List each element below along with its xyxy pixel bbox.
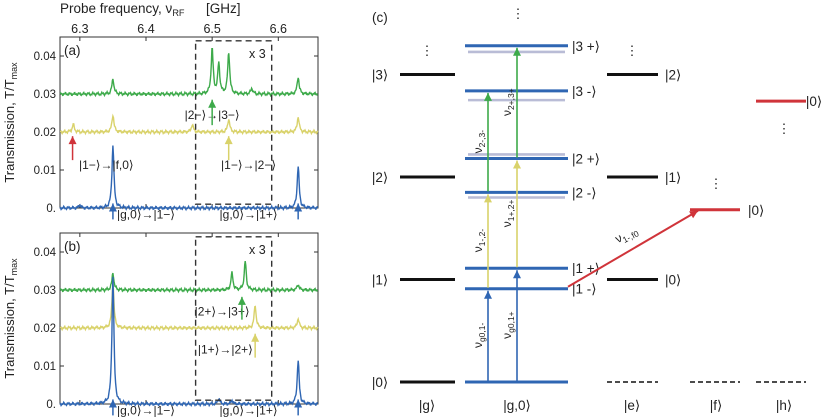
column-label: |h⟩ xyxy=(776,398,792,413)
level-dressed-label: |1 +⟩ xyxy=(572,261,600,276)
level-dressed-label: |3 -⟩ xyxy=(572,84,597,99)
transition-label: ν1-,2- xyxy=(471,229,487,253)
ellipsis: ⋮ xyxy=(710,176,723,191)
peak-arrow-head xyxy=(294,399,303,408)
ellipsis: ⋮ xyxy=(778,121,791,136)
peak-arrow-head xyxy=(68,136,77,145)
level-e-label: |0⟩ xyxy=(665,273,681,288)
ellipsis: ⋮ xyxy=(512,6,525,21)
peak-arrow-head xyxy=(251,333,260,342)
transition-arrow-head xyxy=(484,92,492,101)
series-blue xyxy=(59,276,319,408)
x-tick-label: 6.6 xyxy=(270,22,287,36)
transition-annotation: |g,0⟩→|1+⟩ xyxy=(220,207,278,221)
transition-annotation: |g,0⟩→|1−⟩ xyxy=(117,403,175,417)
y-tick-label: 0.04 xyxy=(34,247,57,259)
panel-label: (a) xyxy=(64,43,81,58)
red-transition-arrow-shaft xyxy=(567,209,699,288)
level-dressed-label: |2 -⟩ xyxy=(572,185,597,200)
level-f-label: |0⟩ xyxy=(748,203,764,218)
plot-frame xyxy=(59,232,319,405)
ellipsis: ⋮ xyxy=(421,43,434,58)
y-tick-label: 0.01 xyxy=(34,165,56,177)
panel-a-chart: 0. 0.01 0.02 0.03 0.04 6.3 6.4 6.5 6.6 Probe freq… xyxy=(2,1,319,221)
peak-arrow-head xyxy=(208,99,217,108)
transition-label: ν2+,3+ xyxy=(500,88,516,116)
y-tick-label: 0. xyxy=(46,399,56,411)
transition-arrow-head xyxy=(484,194,492,203)
transition-label: ν1+,2+ xyxy=(500,199,516,227)
series-yellow xyxy=(60,113,319,136)
level-g-label: |3⟩ xyxy=(372,68,388,83)
ellipsis: ⋮ xyxy=(626,43,639,58)
zoom-box-label: x 3 xyxy=(249,243,266,257)
panel-label: (b) xyxy=(64,239,81,254)
level-dressed-label: |3 +⟩ xyxy=(572,39,600,54)
y-tick-label: 0.03 xyxy=(34,89,56,101)
transition-annotation: |1−⟩→|f,0⟩ xyxy=(79,158,134,172)
transition-arrow-head xyxy=(513,47,521,56)
level-e-label: |2⟩ xyxy=(665,68,681,83)
y-tick-label: 0.03 xyxy=(34,285,56,297)
series-green xyxy=(59,48,319,98)
column-label: |f⟩ xyxy=(710,398,723,413)
peak-arrow-head xyxy=(224,136,233,145)
panel-c-level-diagram: (c) |0⟩ |1⟩ |2⟩ |3⟩ ⋮ |1 -⟩ |1 +⟩ |2 -⟩ |2 +⟩ |3 -… xyxy=(372,6,822,413)
x-tick-label: 6.3 xyxy=(71,22,88,36)
zoom-box-label: x 3 xyxy=(249,47,266,61)
peak-arrow-head xyxy=(108,203,117,212)
level-dressed-label: |2 +⟩ xyxy=(572,152,600,167)
transition-label: νg0,1- xyxy=(471,323,487,349)
level-h-label: |0⟩ xyxy=(806,94,822,109)
transition-label: ν2-,3- xyxy=(471,130,487,154)
transition-annotation: |1−⟩→|2−⟩ xyxy=(221,158,276,172)
x-tick-label: 6.5 xyxy=(203,22,220,36)
column-label: |e⟩ xyxy=(624,398,640,413)
zoom-box xyxy=(194,40,273,205)
transition-annotation: |g,0⟩→|1−⟩ xyxy=(117,207,175,221)
y-tick-label: 0.04 xyxy=(34,51,57,63)
y-tick-label: 0.02 xyxy=(34,323,56,335)
x-axis-title: Probe frequency, νRF xyxy=(60,1,185,18)
transition-annotation: |1+⟩→|2+⟩ xyxy=(198,342,253,356)
series-blue xyxy=(59,145,319,212)
transition-arrow-head xyxy=(484,290,492,299)
level-g-label: |1⟩ xyxy=(372,273,388,288)
level-e-label: |1⟩ xyxy=(665,170,681,185)
x-tick-label: 6.4 xyxy=(137,22,154,36)
y-tick-label: 0. xyxy=(46,203,56,215)
column-label: |g,0⟩ xyxy=(503,398,531,413)
x-axis-title-unit: [GHz] xyxy=(206,1,241,16)
red-transition-label: ν1-,f0 xyxy=(613,223,641,248)
level-dressed-label: |1 -⟩ xyxy=(572,282,597,297)
series-green xyxy=(59,261,319,294)
y-tick-label: 0.02 xyxy=(34,127,56,139)
transition-annotation: |g,0⟩→|1+⟩ xyxy=(220,403,278,417)
plot-frame xyxy=(59,36,319,209)
level-g-label: |2⟩ xyxy=(372,170,388,185)
transition-arrow-head xyxy=(513,270,521,279)
transition-arrow-head xyxy=(513,160,521,169)
y-axis-label: Transmission, T/Tmax xyxy=(2,258,19,379)
transition-label: νg0,1+ xyxy=(500,311,516,339)
zoom-box xyxy=(194,236,273,401)
red-transition-arrow-head xyxy=(689,210,698,219)
peak-arrow-head xyxy=(237,296,246,305)
transition-annotation: |2+⟩→|3+⟩ xyxy=(195,304,250,318)
y-axis-label: Transmission, T/Tmax xyxy=(2,62,19,183)
series-yellow xyxy=(59,283,319,332)
column-label: |g⟩ xyxy=(419,398,435,413)
peak-arrow-head xyxy=(108,399,117,408)
panel-label: (c) xyxy=(372,10,388,25)
y-tick-label: 0.01 xyxy=(34,361,56,373)
peak-arrow-head xyxy=(294,203,303,212)
level-g-label: |0⟩ xyxy=(372,375,388,390)
